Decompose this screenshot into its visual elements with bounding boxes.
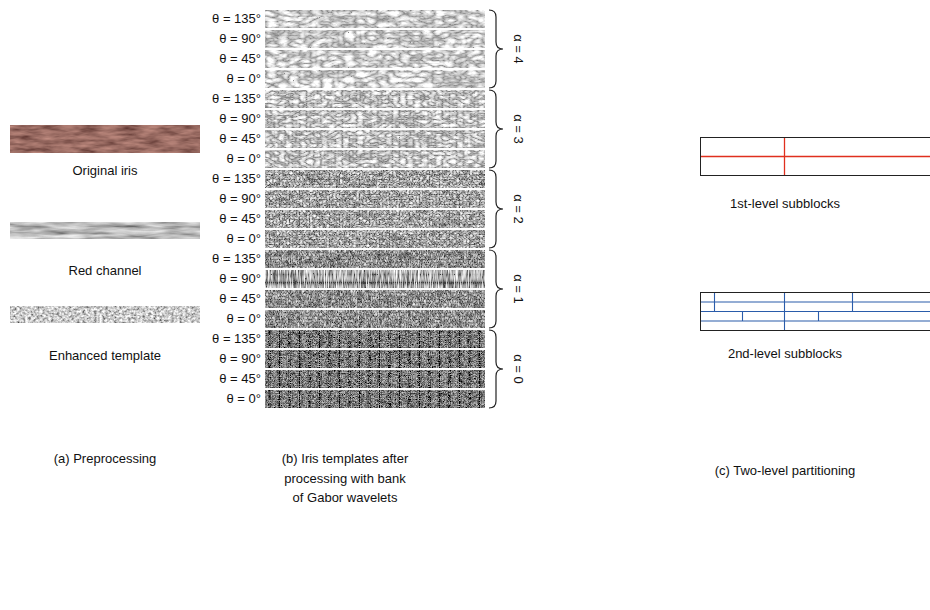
partition-line — [784, 293, 785, 330]
template-strip — [265, 270, 485, 288]
template-strip — [265, 230, 485, 248]
template-strip — [265, 350, 485, 368]
curly-brace — [489, 330, 503, 408]
orientation-label: θ = 45° — [219, 369, 261, 389]
curly-brace — [489, 10, 503, 88]
template-outline — [701, 138, 930, 176]
curly-brace — [489, 170, 503, 248]
original-iris-texture — [10, 125, 200, 153]
partition-line — [818, 312, 819, 322]
partition-line — [784, 138, 785, 175]
orientation-label: θ = 90° — [219, 189, 261, 209]
orientation-label: θ = 90° — [219, 269, 261, 289]
template-strip — [265, 90, 485, 108]
template-strip — [265, 130, 485, 148]
image-label: Enhanced template — [49, 346, 161, 366]
image-label: Original iris — [72, 161, 137, 181]
orientation-label: θ = 90° — [219, 349, 261, 369]
orientation-label: θ = 0° — [227, 69, 261, 89]
template-strip — [265, 30, 485, 48]
partition-label: 1st-level subblocks — [730, 194, 840, 214]
curly-brace — [489, 250, 503, 328]
template-strip — [265, 250, 485, 268]
orientation-label: θ = 90° — [219, 109, 261, 129]
scale-label: α = 4 — [508, 34, 528, 64]
preprocessing-strips — [10, 125, 200, 323]
scale-label: α = 3 — [508, 114, 528, 144]
template-strip — [265, 390, 485, 408]
template-strip — [265, 150, 485, 168]
enhanced-template-image — [10, 306, 200, 323]
partition-line — [742, 312, 743, 322]
gabor-template-strips — [265, 10, 485, 408]
template-strip — [265, 210, 485, 228]
template-strip — [265, 170, 485, 188]
orientation-label: θ = 0° — [227, 149, 261, 169]
orientation-label: θ = 45° — [219, 49, 261, 69]
second-level-partition — [701, 293, 930, 331]
orientation-label: θ = 90° — [219, 29, 261, 49]
template-strip — [265, 110, 485, 128]
template-strip — [265, 10, 485, 28]
red-channel-image — [10, 222, 200, 239]
partition-line — [701, 320, 930, 321]
group-braces — [489, 10, 503, 408]
orientation-label: θ = 0° — [227, 229, 261, 249]
panel-caption: (b) Iris templates after processing with… — [280, 449, 411, 508]
panel-caption: (a) Preprocessing — [54, 449, 157, 469]
orientation-label: θ = 135° — [212, 249, 261, 269]
template-strip — [265, 330, 485, 348]
orientation-label: θ = 45° — [219, 209, 261, 229]
panel-caption: (c) Two-level partitioning — [715, 461, 856, 481]
orientation-label: θ = 0° — [227, 389, 261, 409]
partition-label: 2nd-level subblocks — [728, 344, 842, 364]
partition-line — [852, 293, 853, 312]
scale-label: α = 0 — [508, 354, 528, 384]
scale-label: α = 2 — [508, 194, 528, 224]
scale-label: α = 1 — [508, 274, 528, 304]
orientation-label: θ = 135° — [212, 9, 261, 29]
orientation-label: θ = 45° — [219, 129, 261, 149]
template-outline — [701, 293, 930, 331]
partition-line — [714, 293, 715, 312]
curly-brace — [489, 90, 503, 168]
partition-line — [701, 156, 930, 157]
template-strip — [265, 190, 485, 208]
orientation-label: θ = 135° — [212, 329, 261, 349]
template-strip — [265, 70, 485, 88]
template-strip — [265, 50, 485, 68]
image-label: Red channel — [69, 261, 142, 281]
template-strip — [265, 310, 485, 328]
template-strip — [265, 290, 485, 308]
orientation-label: θ = 135° — [212, 169, 261, 189]
original-iris-image — [10, 125, 200, 153]
template-strip — [265, 370, 485, 388]
partition-line — [701, 301, 930, 302]
orientation-label: θ = 45° — [219, 289, 261, 309]
first-level-partition — [701, 138, 930, 176]
orientation-label: θ = 135° — [212, 89, 261, 109]
partition-line — [701, 311, 930, 312]
orientation-label: θ = 0° — [227, 309, 261, 329]
